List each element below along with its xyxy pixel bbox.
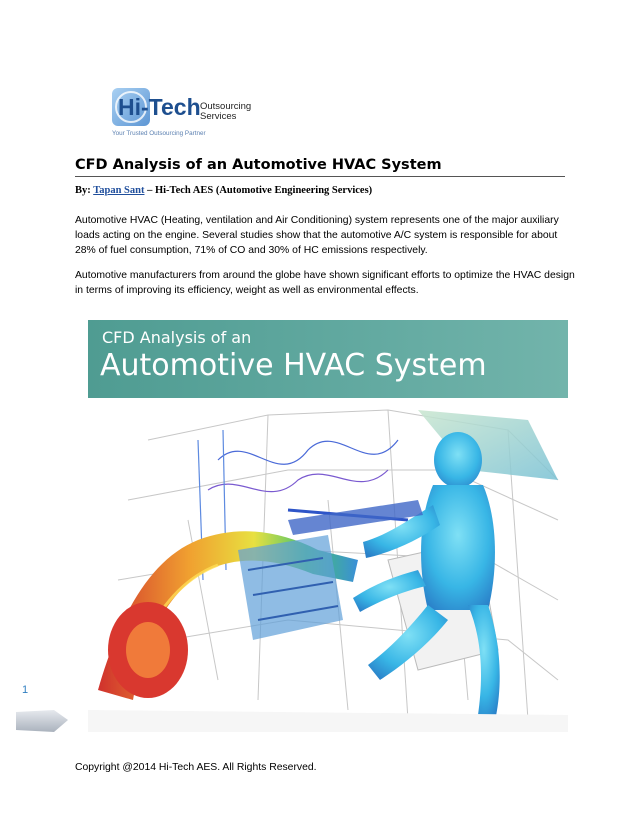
byline-suffix: – Hi-Tech AES (Automotive Engineering Se…: [144, 185, 373, 196]
copyright-notice: Copyright @2014 Hi-Tech AES. All Rights …: [75, 762, 317, 773]
document-title: CFD Analysis of an Automotive HVAC Syste…: [75, 157, 565, 177]
page-tab-icon: [16, 710, 68, 732]
logo-line1-text: Outsourcing: [200, 101, 251, 112]
author-link[interactable]: Tapan Sant: [93, 185, 145, 196]
occupant-figure: [353, 432, 500, 716]
hero-banner-line2: Automotive HVAC System: [100, 348, 487, 383]
page-number: 1: [22, 684, 29, 696]
hero-image: CFD Analysis of an Automotive HVAC Syste…: [88, 320, 568, 732]
byline: By: Tapan Sant – Hi-Tech AES (Automotive…: [75, 185, 575, 196]
logo-tagline-text: Your Trusted Outsourcing Partner: [112, 130, 206, 137]
hero-banner: CFD Analysis of an Automotive HVAC Syste…: [88, 320, 568, 398]
intro-paragraph: Automotive HVAC (Heating, ventilation an…: [75, 215, 559, 256]
hvac-duct: [98, 531, 358, 700]
hvac-module: [238, 535, 343, 640]
logo-brand-text: Hi-Tech: [118, 94, 201, 120]
dashboard: [288, 500, 423, 535]
logo-emblem: [112, 88, 150, 126]
hi-tech-logo: Hi-Tech Outsourcing Services Your Truste…: [112, 88, 251, 137]
hero-banner-line1: CFD Analysis of an: [102, 328, 252, 347]
windshield-flow: [418, 410, 558, 480]
second-paragraph: Automotive manufacturers from around the…: [75, 270, 575, 296]
cfd-illustration: [88, 409, 568, 732]
logo-line2-text: Services: [200, 111, 237, 122]
byline-prefix: By:: [75, 185, 94, 196]
